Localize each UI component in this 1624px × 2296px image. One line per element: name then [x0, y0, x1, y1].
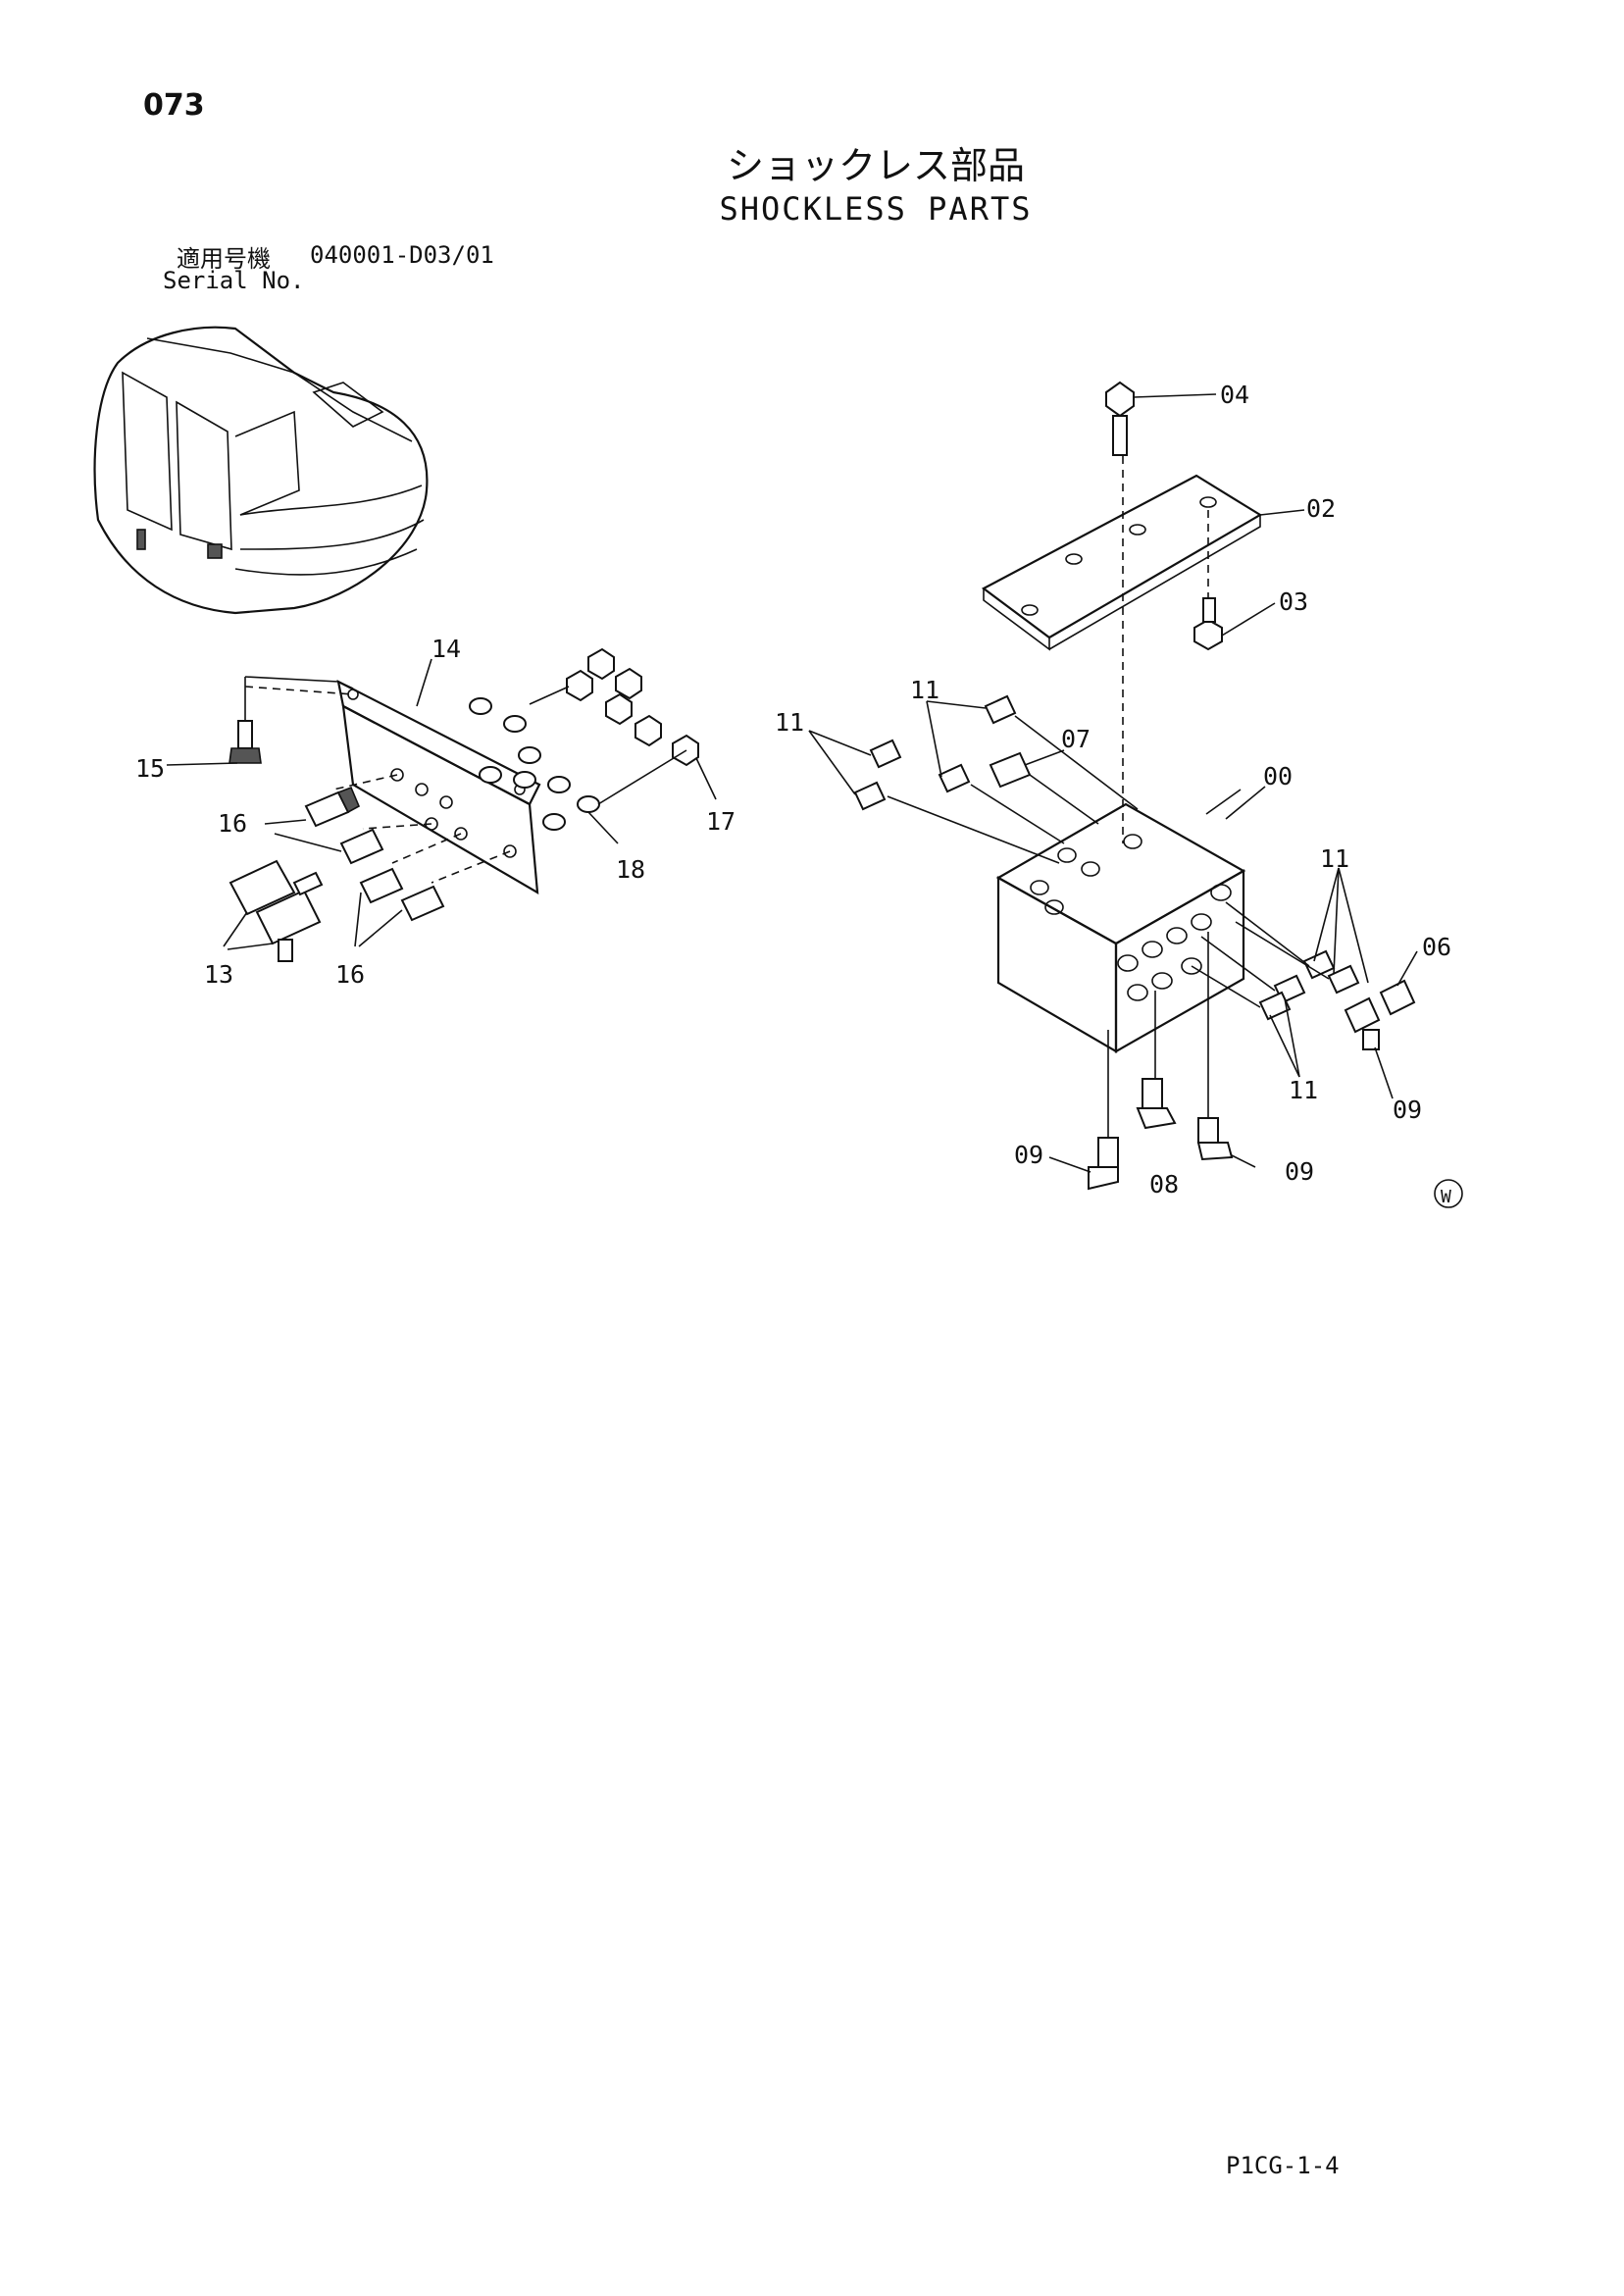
leader-lines	[166, 658, 1418, 1173]
serial-label-japanese: 適用号機	[177, 245, 271, 273]
serial-value: 040001-D03/01	[310, 241, 494, 269]
watermark-w-mark: W	[1441, 1187, 1451, 1207]
bracket-assembly-left	[228, 647, 699, 962]
callout-11-right: 11	[1320, 844, 1349, 873]
title-english: SHOCKLESS PARTS	[719, 190, 1033, 228]
callout-13: 13	[204, 960, 233, 989]
callout-03: 03	[1279, 587, 1308, 616]
callout-14: 14	[431, 635, 461, 663]
title-japanese: ショックレス部品	[726, 144, 1025, 187]
callout-04: 04	[1220, 381, 1249, 409]
callout-00: 00	[1263, 762, 1293, 791]
callout-11-upper: 11	[910, 676, 939, 704]
serial-label-english: Serial No.	[163, 267, 305, 294]
callout-16-lower: 16	[335, 960, 365, 989]
callout-02: 02	[1306, 494, 1336, 523]
callout-16-upper: 16	[218, 809, 247, 838]
callout-17: 17	[706, 807, 736, 836]
callout-18: 18	[616, 855, 645, 884]
callout-11-left: 11	[775, 708, 804, 737]
callout-15: 15	[135, 754, 165, 783]
callout-labels: 04 02 03 11 11 07 00 11 06 11 09 09 08 0…	[135, 381, 1451, 1207]
callout-11-lower: 11	[1289, 1076, 1318, 1104]
callout-09-right: 09	[1393, 1096, 1422, 1124]
callout-07: 07	[1061, 725, 1091, 753]
footer-page-code: P1CG-1-4	[1226, 2152, 1340, 2179]
page-number: 073	[143, 88, 205, 123]
callout-08: 08	[1149, 1170, 1179, 1199]
valve-block-assembly-right	[853, 381, 1463, 1208]
callout-09-left: 09	[1014, 1141, 1043, 1169]
callout-06: 06	[1422, 933, 1451, 961]
excavator-cab-illustration	[93, 326, 429, 615]
callout-09-bottom: 09	[1285, 1157, 1314, 1186]
